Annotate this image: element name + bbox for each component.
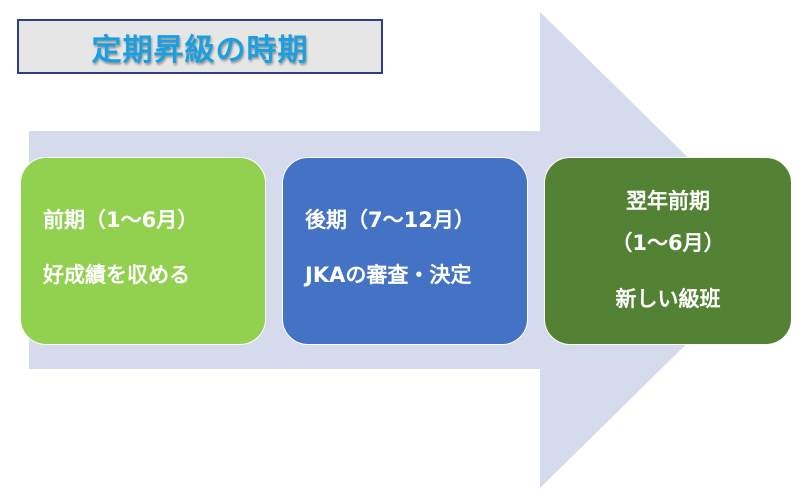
- stage-second-half: 後期（7～12月） JKAの審査・決定: [282, 157, 528, 345]
- stage-second-half-description: JKAの審査・決定: [305, 263, 472, 287]
- title-box: 定期昇級の時期: [17, 19, 383, 74]
- stage-second-half-period: 後期（7～12月）: [305, 208, 475, 232]
- stage-first-half-period: 前期（1～6月）: [43, 208, 199, 232]
- stage-next-year-label: 翌年前期: [626, 189, 710, 213]
- stage-next-year-description: 新しい級班: [615, 287, 721, 311]
- stage-next-year-period: （1～6月）: [611, 231, 725, 255]
- page-title: 定期昇級の時期: [91, 32, 309, 68]
- stage-first-half-description: 好成績を収める: [43, 263, 190, 287]
- stage-first-half: 前期（1～6月） 好成績を収める: [20, 157, 266, 345]
- stage-next-year: 翌年前期 （1～6月） 新しい級班: [544, 157, 792, 345]
